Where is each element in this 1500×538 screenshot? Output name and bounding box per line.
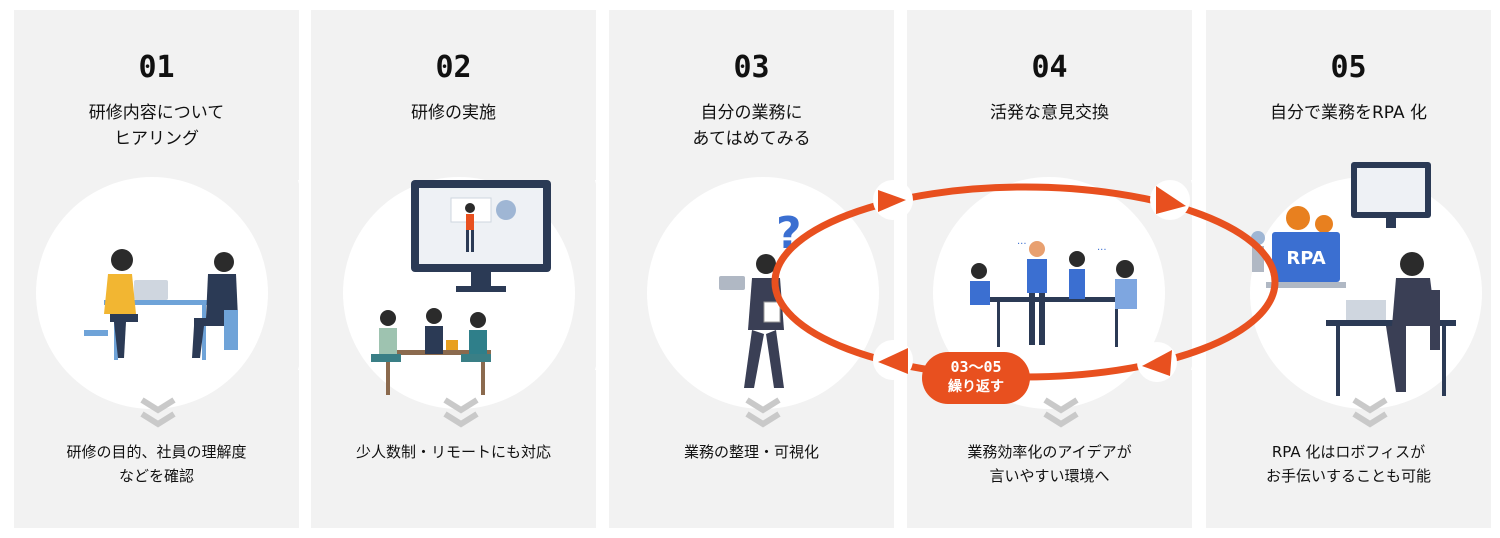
- thinking-businessman-illustration: ?: [719, 210, 802, 388]
- chevron-down-icon: [1043, 397, 1079, 428]
- repeat-badge: 03〜05 繰り返す: [922, 352, 1030, 404]
- svg-text:?: ?: [776, 210, 802, 259]
- chevron-down-icon: [1352, 397, 1388, 428]
- step-number: 03: [733, 50, 770, 85]
- step-description: 研修の目的、社員の理解度 などを確認: [66, 443, 247, 485]
- step-panel-03: 03 自分の業務に あてはめてみる ? 業務の整理・可視化: [609, 10, 894, 528]
- step-number: 05: [1330, 50, 1367, 85]
- rpa-automation-illustration: RPA: [1251, 162, 1456, 396]
- step-panel-01: 01 研修内容について ヒアリング 研修の目的、社員の理解度: [14, 10, 299, 528]
- step-description: RPA 化はロボフィスが お手伝いすることも可能: [1265, 443, 1431, 485]
- chevron-down-icon: [443, 397, 479, 428]
- step-title: 自分の業務に あてはめてみる: [692, 103, 811, 149]
- step-number: 04: [1031, 50, 1068, 85]
- step-panel-04: 04 活発な意見交換 ··· ··· 業務効率化のアイデアが: [907, 10, 1192, 528]
- hearing-meeting-illustration: [84, 249, 238, 360]
- training-session-illustration: [371, 180, 551, 395]
- step-title: 研修の実施: [411, 103, 496, 123]
- svg-text:···: ···: [1097, 245, 1107, 256]
- discussion-team-illustration: ··· ···: [970, 239, 1137, 347]
- svg-text:···: ···: [1017, 239, 1027, 250]
- chevron-down-icon: [140, 397, 176, 428]
- step-title: 自分で業務をRPA 化: [1269, 103, 1427, 123]
- chevron-down-icon: [745, 397, 781, 428]
- step-panel-02: 02 研修の実施: [311, 10, 596, 528]
- step-title: 活発な意見交換: [990, 103, 1109, 123]
- rpa-screen-label: RPA: [1286, 248, 1325, 269]
- step-description: 業務の整理・可視化: [683, 443, 819, 461]
- step-panel-05: 05 自分で業務をRPA 化 RPA: [1206, 10, 1491, 528]
- repeat-range: 03〜05: [950, 358, 1002, 376]
- step-description: 少人数制・リモートにも対応: [355, 443, 551, 461]
- repeat-label: 繰り返す: [948, 379, 1004, 395]
- step-number: 01: [138, 50, 175, 85]
- step-number: 02: [435, 50, 472, 85]
- step-title: 研修内容について ヒアリング: [88, 103, 225, 149]
- step-description: 業務効率化のアイデアが 言いやすい環境へ: [967, 443, 1132, 485]
